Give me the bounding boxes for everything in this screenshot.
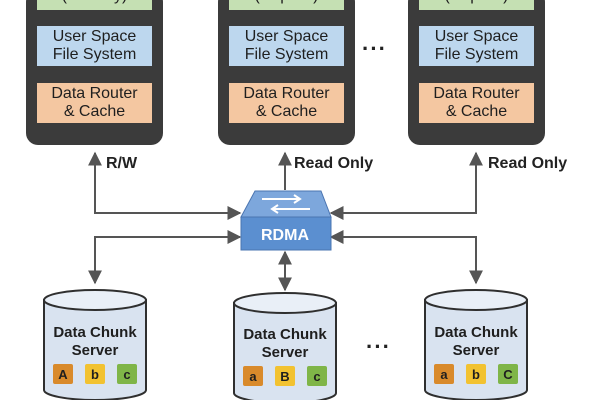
- node-role-label: (Primary): [37, 0, 152, 10]
- access-label-replica-1: Read Only: [294, 155, 374, 172]
- chunk-c: C: [498, 364, 518, 384]
- chunk-b: b: [85, 364, 105, 384]
- link-chunk-server-3: [329, 230, 483, 285]
- chunk-c: c: [307, 366, 327, 386]
- data-router-cache-box: Data Router& Cache: [37, 83, 152, 123]
- chunk-server-ellipsis: ···: [366, 334, 391, 359]
- chunk-c: c: [117, 364, 137, 384]
- node-ellipsis: ···: [362, 36, 387, 61]
- chunk-b: b: [466, 364, 486, 384]
- access-label-primary: R/W: [106, 155, 138, 172]
- node-role-label: (Replica): [419, 0, 534, 10]
- chunk-a: A: [53, 364, 73, 384]
- node-role-label: (Replica): [229, 0, 344, 10]
- chunk-a: a: [434, 364, 454, 384]
- rdma-switch-icon: [240, 190, 332, 251]
- chunk-a: a: [243, 366, 263, 386]
- data-router-cache-box: Data Router& Cache: [419, 83, 534, 123]
- link-node-primary: [88, 151, 242, 220]
- link-node-replica-2: [329, 151, 483, 220]
- rdma-label: RDMA: [261, 227, 309, 244]
- link-chunk-server-1: [88, 230, 242, 285]
- chunk-b: B: [275, 366, 295, 386]
- access-label-replica-2: Read Only: [488, 155, 568, 172]
- data-router-cache-box: Data Router& Cache: [229, 83, 344, 123]
